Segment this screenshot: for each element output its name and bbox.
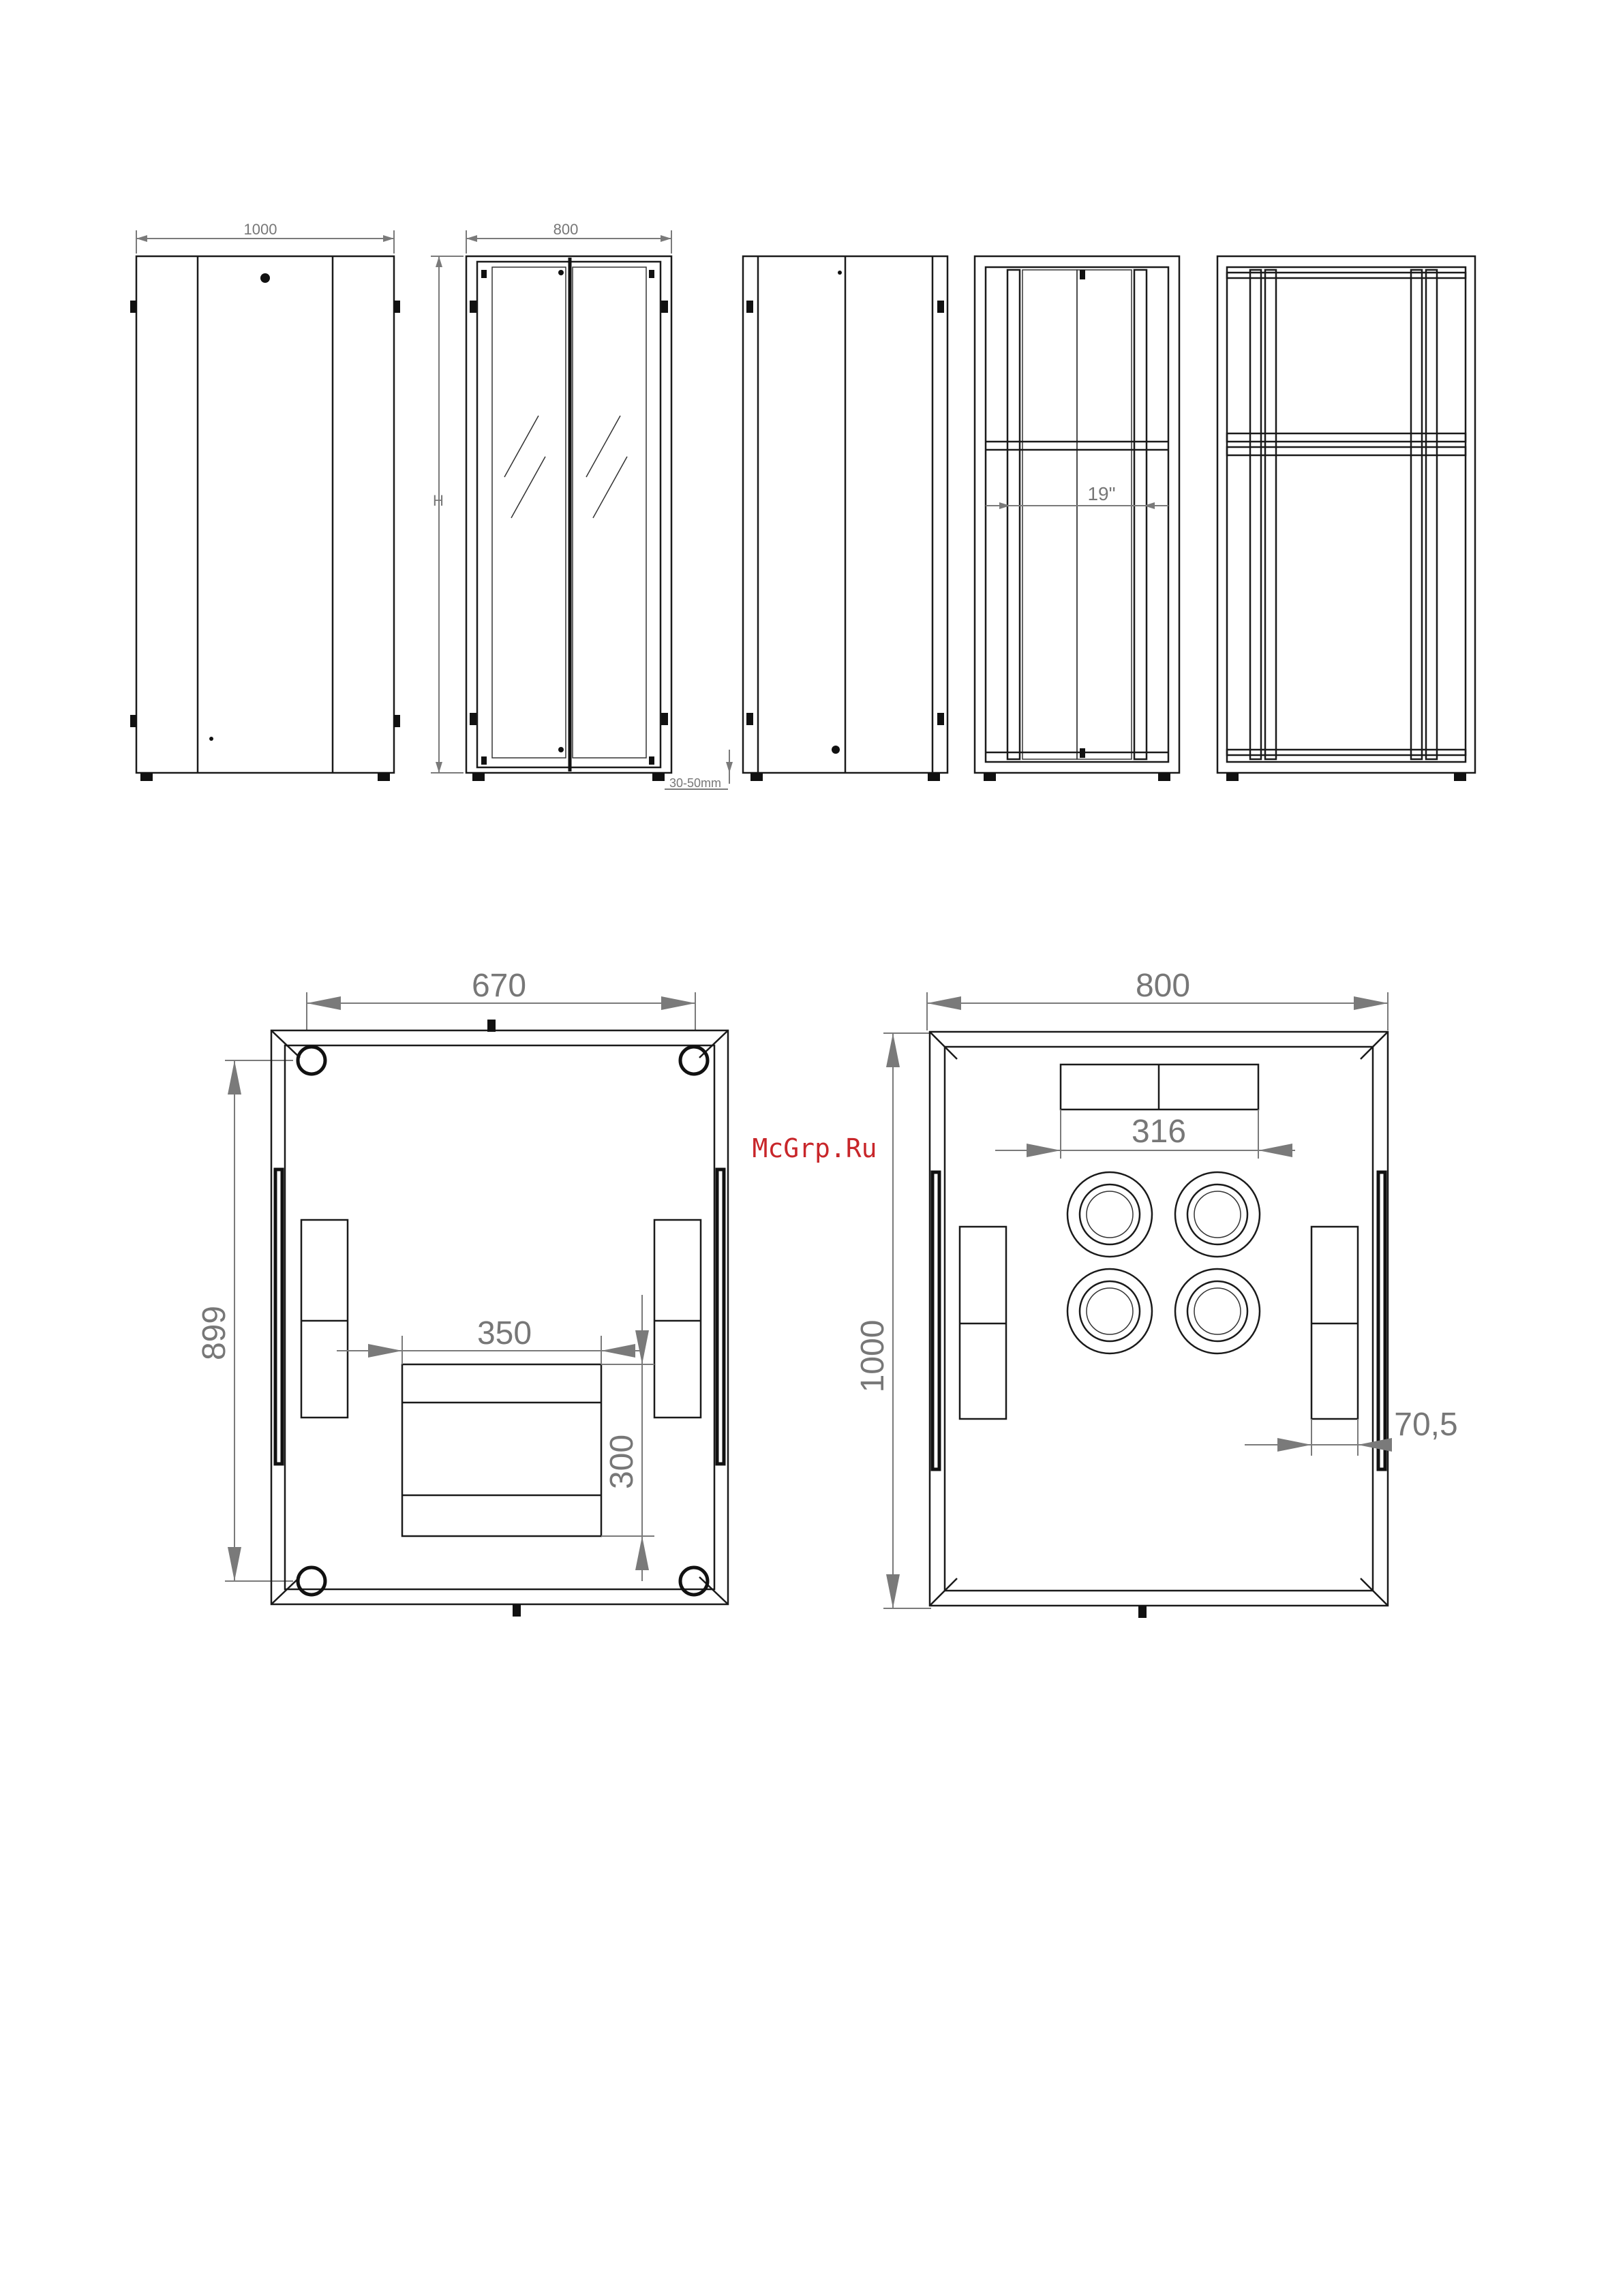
dim-side-offset-label: 70,5 [1394, 1407, 1457, 1443]
rear-view [743, 256, 947, 781]
fan-icon [1067, 1269, 1152, 1353]
dim-right-depth-label: 1000 [855, 1320, 891, 1393]
side-view: 1000 [130, 221, 400, 781]
plan-view-left: 670 899 [196, 968, 728, 1617]
fan-icon [1175, 1269, 1260, 1353]
dim-left-opening-width-label: 350 [477, 1315, 532, 1351]
dim-right-width-label: 800 [1136, 968, 1190, 1004]
fan-icon [1067, 1172, 1152, 1257]
dim-rack-label: 19" [1087, 483, 1115, 504]
fan-icon [1175, 1172, 1260, 1257]
dim-fan-spacing-label: 316 [1132, 1114, 1186, 1150]
front-glass-view: 800 H [431, 221, 733, 790]
rack-frame-front-view: 19" [975, 256, 1179, 781]
dim-left-depth-label: 899 [196, 1306, 232, 1360]
dim-height-label: H [433, 492, 444, 509]
dim-depth-label: 1000 [244, 221, 277, 238]
plan-view-right: 800 1000 316 [855, 968, 1458, 1618]
dim-left-width-label: 670 [472, 968, 526, 1004]
watermark: McGrp.Ru [752, 1133, 877, 1163]
elevation-views: 1000 800 H [130, 221, 1475, 790]
dim-width-label: 800 [553, 221, 579, 238]
dim-left-opening-depth-label: 300 [604, 1435, 640, 1489]
dim-feet-label: 30-50mm [669, 776, 721, 790]
rack-frame-side-view [1217, 256, 1475, 781]
lock-icon [260, 273, 270, 283]
